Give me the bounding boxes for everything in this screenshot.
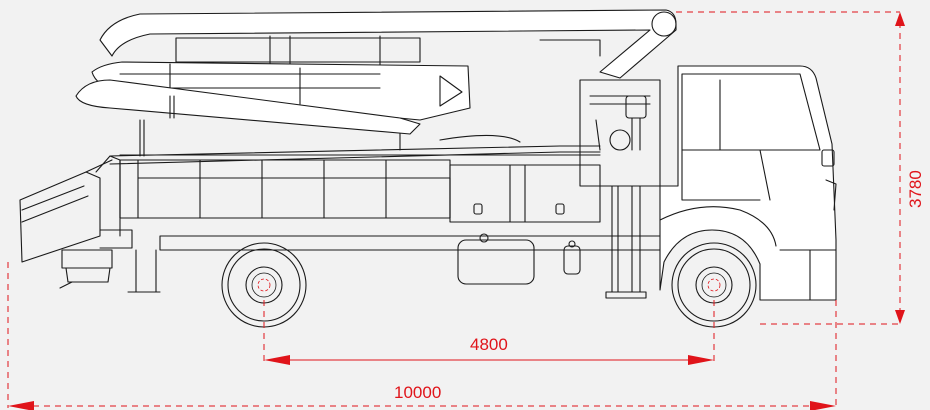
wheelbase-label: 4800 — [470, 335, 508, 354]
boom — [75, 9, 677, 135]
cab — [659, 65, 837, 301]
water-tank — [457, 233, 581, 285]
hopper — [19, 155, 133, 289]
delivery-pipe — [109, 119, 601, 165]
equipment-boxes — [119, 154, 601, 223]
wheelbase-dimension: 4800 — [263, 300, 715, 365]
length-label: 10000 — [394, 383, 441, 402]
length-dimension: 10000 — [7, 262, 837, 410]
chassis — [127, 185, 661, 299]
height-label: 3780 — [906, 170, 925, 208]
turret — [579, 79, 661, 187]
height-dimension: 3780 — [676, 11, 925, 325]
